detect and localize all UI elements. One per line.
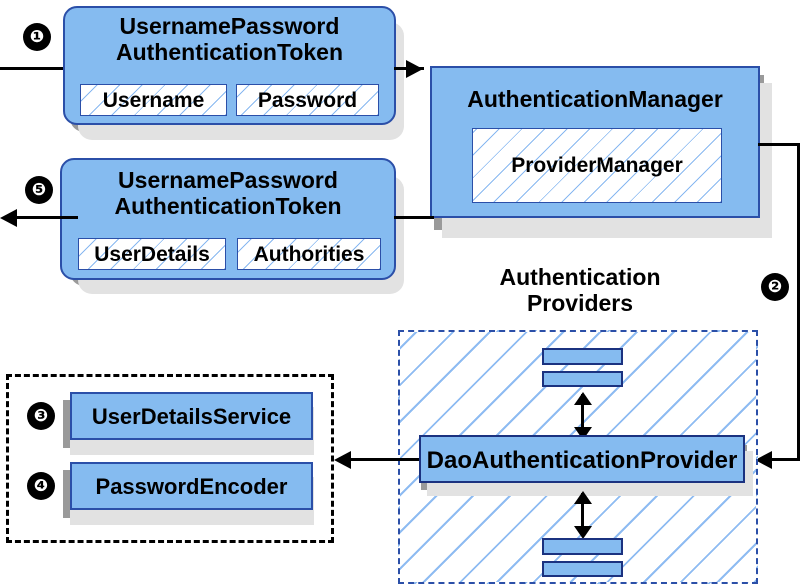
request-token-field-username[interactable]: Username [80, 84, 227, 116]
request-token-field-username-label: Username [102, 89, 205, 112]
response-out-arrow [0, 209, 17, 227]
support-services-region [6, 374, 334, 543]
response-token-field-userdetails[interactable]: UserDetails [78, 238, 226, 270]
provider-bottom-connector-line [581, 493, 584, 535]
provider-to-services-arrow [334, 451, 351, 469]
manager-to-provider-line-top [758, 143, 800, 146]
badge-5: ❺ [26, 177, 52, 203]
badge-3: ❸ [28, 403, 54, 429]
provider-placeholder-top-2 [542, 371, 623, 387]
authentication-providers-label-line2: Providers [526, 290, 634, 316]
response-token-field-authorities[interactable]: Authorities [237, 238, 381, 270]
response-token-title-line1: UsernamePassword [118, 167, 338, 193]
provider-placeholder-bottom-1 [542, 538, 623, 555]
request-token-field-password-label: Password [257, 89, 358, 112]
user-details-service-box[interactable]: UserDetailsService [70, 392, 313, 440]
password-encoder-label: PasswordEncoder [95, 474, 288, 499]
provider-bottom-connector-arrow-up [574, 491, 592, 504]
manager-to-provider-line-bottom [768, 458, 800, 461]
request-token-title-line1: UsernamePassword [119, 13, 340, 39]
authentication-providers-label-line1: Authentication [499, 264, 661, 290]
manager-to-provider-line-vertical [797, 143, 800, 459]
provider-bottom-connector-arrow-down [574, 526, 592, 539]
response-token-field-authorities-label: Authorities [253, 243, 365, 266]
token-to-manager-arrow [406, 60, 423, 78]
dao-authentication-provider-box[interactable]: DaoAuthenticationProvider [419, 435, 745, 483]
request-token-title-line2: AuthenticationToken [115, 39, 343, 65]
provider-top-connector-arrow-up [574, 392, 592, 405]
provider-manager-box[interactable]: ProviderManager [472, 128, 722, 203]
provider-top-connector-line [581, 394, 584, 436]
request-token-box[interactable]: UsernamePassword AuthenticationToken Use… [63, 6, 396, 125]
badge-1: ❶ [24, 24, 50, 50]
incoming-request-line [0, 67, 75, 70]
badge-2: ❷ [762, 274, 788, 300]
provider-placeholder-bottom-2 [542, 561, 623, 577]
response-token-title-line2: AuthenticationToken [114, 193, 342, 219]
response-token-box[interactable]: UsernamePassword AuthenticationToken Use… [60, 158, 396, 280]
provider-manager-label: ProviderManager [511, 154, 683, 177]
response-out-line [16, 216, 78, 219]
authentication-manager-box[interactable]: AuthenticationManager ProviderManager [430, 66, 760, 218]
user-details-service-label: UserDetailsService [91, 404, 292, 429]
response-token-field-userdetails-label: UserDetails [94, 243, 210, 266]
manager-to-response-line [394, 216, 434, 219]
request-token-field-password[interactable]: Password [236, 84, 379, 116]
badge-4: ❹ [28, 473, 54, 499]
provider-to-services-line [349, 458, 419, 461]
manager-to-provider-arrow [755, 451, 772, 469]
dao-authentication-provider-label: DaoAuthenticationProvider [426, 447, 738, 474]
password-encoder-box[interactable]: PasswordEncoder [70, 462, 313, 510]
provider-placeholder-top-1 [542, 348, 623, 365]
authentication-manager-title: AuthenticationManager [467, 86, 723, 112]
